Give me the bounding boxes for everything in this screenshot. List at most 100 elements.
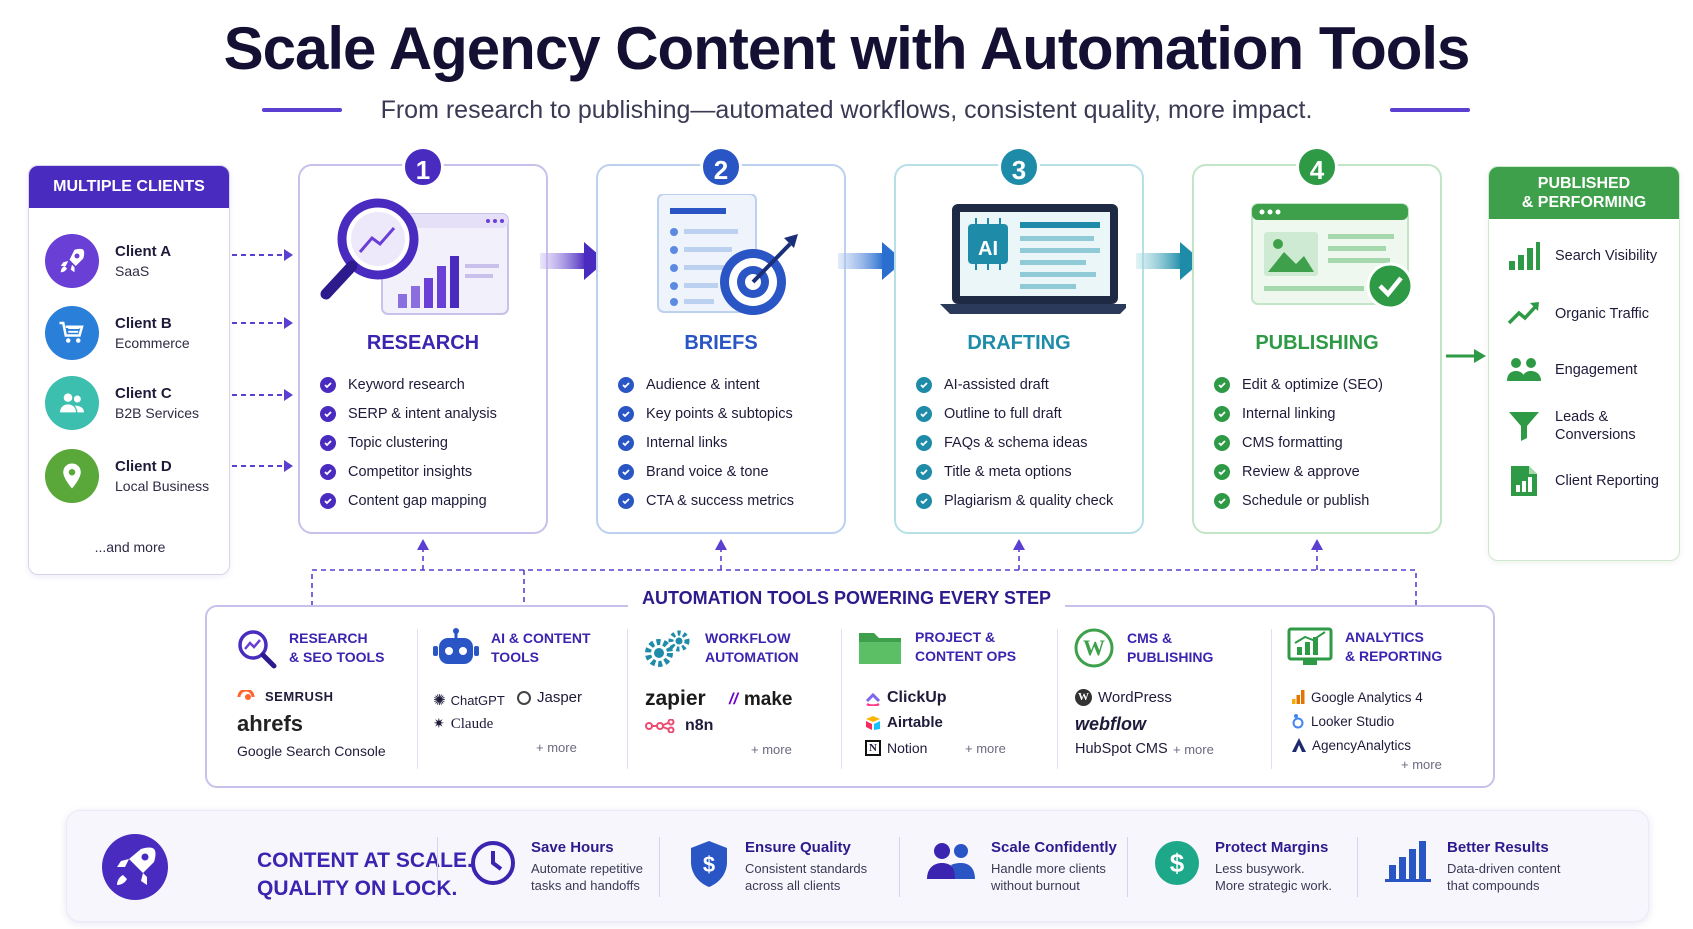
tool-hubspot-cms: HubSpot CMS [1075,741,1168,757]
tool-n8n: n8n [645,717,713,735]
check-icon [916,376,932,393]
tools-divider [627,629,628,769]
clickup-logo-icon [865,692,881,706]
briefs-target-icon [657,194,798,315]
banner-divider [437,837,438,897]
flow-arrow-2 [838,242,904,280]
pub-item-search-visibility: Search Visibility [1507,241,1657,271]
notion-logo-icon: N [865,740,881,756]
tool-chatgpt: ✺ChatGPT [433,692,505,709]
tools-divider [417,629,418,769]
check-icon [320,463,336,480]
report-icon [1511,466,1537,496]
check-icon [618,492,634,509]
chatgpt-logo-icon: ✺ [433,692,446,709]
check-icon [618,463,634,480]
tool-ahrefs: ahrefs [237,711,304,736]
checklist-item: Review & approve [1214,457,1383,486]
publishing-browser-icon [1251,203,1414,310]
client-name: Client A [115,243,172,260]
seo-magnifier-icon [238,630,277,669]
tool-looker-studio: Looker Studio [1291,713,1394,729]
shield-icon: $ [691,841,727,887]
client-name: Client C [115,385,172,402]
check-icon [916,463,932,480]
stage-title: PUBLISHING [1255,332,1379,354]
stage-number: 1 [402,146,444,188]
tools-more[interactable]: + more [751,742,792,757]
claude-logo-icon: ✷ [433,717,445,732]
stage-number: 2 [700,146,742,188]
check-icon [916,492,932,509]
tool-google-analytics-4: Google Analytics 4 [1291,689,1423,705]
bar-chart-icon [1509,242,1540,270]
robot-icon [433,628,479,664]
stage-checklist: AI-assisted draft Outline to full draft … [916,370,1113,515]
rocket-icon [45,234,99,288]
airtable-logo-icon [866,715,880,730]
location-pin-icon [45,449,99,503]
clients-more: ...and more [94,539,166,555]
tools-col-research-seo: RESEARCH& SEO TOOLS SEMRUSH ahrefs Googl… [235,607,410,790]
check-icon [618,405,634,422]
flow-arrow-1 [540,242,606,280]
pub-item-client-reporting: Client Reporting [1507,465,1659,497]
clients-heading: MULTIPLE CLIENTS [29,166,229,208]
tools-more[interactable]: + more [965,741,1006,756]
n8n-logo-icon [645,719,675,733]
stage-number: 3 [998,146,1040,188]
checklist-item: Key points & subtopics [618,399,794,428]
svg-text:W: W [1083,635,1105,660]
client-connectors [232,249,293,472]
wordpress-badge-icon: W [1074,628,1114,668]
stage-publishing: 4 PUBLISHING Edit & optimize (SEO) Inter… [1192,146,1442,534]
tools-col-analytics-reporting: ANALYTICS& REPORTING Google Analytics 4 … [1287,607,1477,790]
looker-logo-icon [1292,714,1304,729]
subtitle-rule-right [1390,108,1470,112]
check-icon [320,492,336,509]
people-icon [1507,358,1541,381]
pub-item-organic-traffic: Organic Traffic [1507,299,1649,329]
check-icon [1214,376,1230,393]
checklist-item: Competitor insights [320,457,497,486]
checklist-item: Audience & intent [618,370,794,399]
tool-webflow: webflow [1075,714,1146,734]
tools-more[interactable]: + more [536,740,577,755]
tools-divider [1057,629,1058,769]
checklist-item: AI-assisted draft [916,370,1113,399]
client-name: Client D [115,458,172,475]
checklist-item: Topic clustering [320,428,497,457]
tools-more[interactable]: + more [1173,742,1214,757]
banner-divider [1127,837,1128,897]
tools-more[interactable]: + more [1401,757,1442,772]
stage-number: 4 [1296,146,1338,188]
stage-briefs: 2 BRIEFS Audience & intent Key points & … [596,146,846,534]
check-icon [916,434,932,451]
research-magnifier-icon [320,198,509,315]
tool-claude: ✷Claude [433,716,494,732]
check-icon [320,405,336,422]
stage-drafting: 3 AI DRAFTING AI-assisted draft Outline … [894,146,1144,534]
checklist-item: Title & meta options [916,457,1113,486]
svg-text:$: $ [1170,848,1185,878]
semrush-logo-icon [237,689,255,700]
flow-arrow-4 [1446,349,1486,363]
client-type: Local Business [115,478,210,494]
client-type: B2B Services [115,405,200,421]
pub-item-leads-conversions: Leads &Conversions [1507,408,1636,444]
check-icon [320,434,336,451]
stage-checklist: Edit & optimize (SEO) Internal linking C… [1214,370,1383,515]
check-icon [618,376,634,393]
stage-checklist: Keyword research SERP & intent analysis … [320,370,497,515]
results-chart-icon [1385,841,1431,882]
clock-icon [471,841,515,885]
page-subtitle: From research to publishing—automated wo… [380,96,1313,124]
benefits-banner: CONTENT AT SCALE.QUALITY ON LOCK. Save H… [66,810,1649,922]
published-heading: PUBLISHED & PERFORMING [1489,167,1679,219]
